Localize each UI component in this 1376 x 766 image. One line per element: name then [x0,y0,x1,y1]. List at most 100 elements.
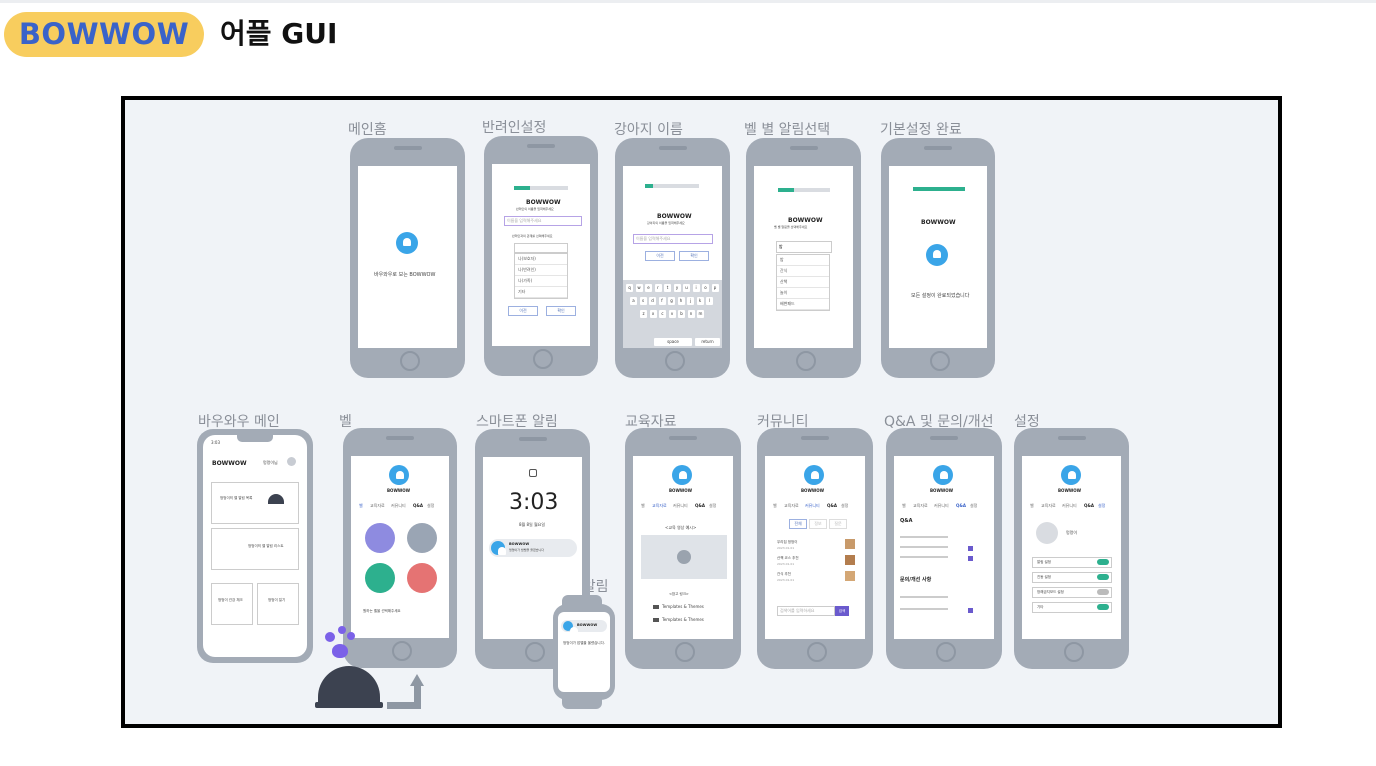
tab-bell[interactable]: 벨 [773,503,777,508]
home-button[interactable] [795,351,816,371]
key-h[interactable]: h [677,297,685,305]
tab-bell[interactable]: 벨 [641,503,645,508]
home-button[interactable] [807,642,827,662]
tab-bell[interactable]: 벨 [902,503,906,508]
diary-card[interactable]: 멍멍이 일기 [257,583,299,625]
option-item[interactable]: 간식 [777,266,829,277]
watch-notification[interactable]: BOWWOW [561,620,607,635]
tab-community[interactable]: 커뮤니티 [391,503,406,508]
tab-qna[interactable]: Q&A [413,503,423,508]
key-t[interactable]: t [664,284,671,292]
home-button[interactable] [533,349,553,369]
key-f[interactable]: f [658,297,666,305]
tab-settings[interactable]: 설정 [970,503,978,508]
home-button[interactable] [936,642,956,662]
filter-all[interactable]: 전체 [789,519,807,529]
home-button[interactable] [399,351,420,371]
bell-option-snack[interactable] [407,523,437,553]
bell-select[interactable]: 밥 [776,241,832,253]
key-n[interactable]: n [687,310,695,318]
prev-button[interactable]: 이전 [508,306,538,316]
health-card[interactable]: 멍멍이 건강 체크 [211,583,253,625]
return-key[interactable]: return [695,338,720,346]
option-item[interactable]: 배변패드 [777,299,829,310]
bell-option-walk[interactable] [365,563,395,593]
key-y[interactable]: y [673,284,681,292]
key-v[interactable]: v [668,310,676,318]
key-q[interactable]: q [626,284,633,292]
setting-toggle[interactable] [1097,574,1109,580]
option-item[interactable]: 나(보호자) [515,254,567,265]
option-item[interactable]: 기타 [515,287,567,298]
key-o[interactable]: o [702,284,709,292]
prev-button[interactable]: 이전 [645,251,675,261]
key-w[interactable]: w [635,284,643,292]
dog-name-input[interactable]: 이름을 입력해주세요 [633,234,713,244]
tab-settings[interactable]: 설정 [709,503,717,508]
tab-education[interactable]: 교육자료 [784,503,799,508]
avatar[interactable] [1036,522,1058,544]
search-input[interactable]: 검색어를 입력하세요 [777,606,835,616]
home-button[interactable] [524,642,545,662]
bell-option-food[interactable] [365,523,395,553]
tab-bell[interactable]: 벨 [359,503,363,508]
filter-question[interactable]: 질문 [829,519,847,529]
home-button[interactable] [1063,642,1084,662]
key-e[interactable]: e [645,284,652,292]
key-r[interactable]: r [654,284,662,292]
bell-option-play[interactable] [407,563,437,593]
tab-settings[interactable]: 설정 [1098,503,1106,508]
option-item[interactable]: 나(가족) [515,276,567,287]
video-player[interactable] [641,535,727,579]
post-title[interactable]: 산책 코스 추천 [777,556,799,560]
checkbox[interactable] [968,608,973,613]
key-c[interactable]: c [659,310,666,318]
name-input[interactable]: 이름을 입력해주세요 [504,216,582,226]
next-button[interactable]: 확인 [546,306,576,316]
setting-toggle[interactable] [1097,559,1109,565]
ref-link[interactable]: Templates & Themes [662,617,704,622]
tab-community[interactable]: 커뮤니티 [805,503,820,508]
key-d[interactable]: d [649,297,656,305]
next-button[interactable]: 확인 [679,251,709,261]
tab-education[interactable]: 교육자료 [913,503,928,508]
tab-qna[interactable]: Q&A [1084,503,1094,508]
space-key[interactable]: space [654,338,692,346]
post-title[interactable]: 간식 추천 [777,572,791,576]
ref-link[interactable]: Templates & Themes [662,604,704,609]
checkbox[interactable] [968,556,973,561]
filter-info[interactable]: 정보 [809,519,827,529]
tab-qna[interactable]: Q&A [827,503,837,508]
key-p[interactable]: p [711,284,719,292]
tab-settings[interactable]: 설정 [841,503,849,508]
key-x[interactable]: x [649,310,657,318]
post-title[interactable]: 우리집 멍멍이 [777,540,798,544]
key-u[interactable]: u [683,284,690,292]
home-button[interactable] [664,351,685,371]
tab-education[interactable]: 교육자료 [1041,503,1056,508]
option-item[interactable]: 밥 [777,255,829,266]
setting-toggle[interactable] [1097,589,1109,595]
key-s[interactable]: s [639,297,647,305]
key-g[interactable]: g [668,297,675,305]
option-item[interactable]: 나(반려인) [515,265,567,276]
home-button[interactable] [675,642,695,662]
avatar[interactable] [287,457,296,466]
key-k[interactable]: k [696,297,704,305]
option-item[interactable]: 산책 [777,277,829,288]
tab-community[interactable]: 커뮤니티 [673,503,688,508]
notification[interactable]: BOWWOW 멍멍이가 밥벨을 울렸습니다 [489,539,577,557]
tab-community[interactable]: 커뮤니티 [1062,503,1077,508]
option-item[interactable]: 놀이 [777,288,829,299]
key-b[interactable]: b [678,310,685,318]
home-button[interactable] [930,351,950,371]
key-l[interactable]: l [706,297,713,305]
tab-qna[interactable]: Q&A [956,503,966,508]
key-m[interactable]: m [697,310,704,318]
key-a[interactable]: a [630,297,637,305]
key-i[interactable]: i [692,284,700,292]
tab-bell[interactable]: 벨 [1030,503,1034,508]
tab-qna[interactable]: Q&A [695,503,705,508]
tab-education[interactable]: 교육자료 [652,503,667,508]
search-button[interactable]: 검색 [835,606,849,616]
